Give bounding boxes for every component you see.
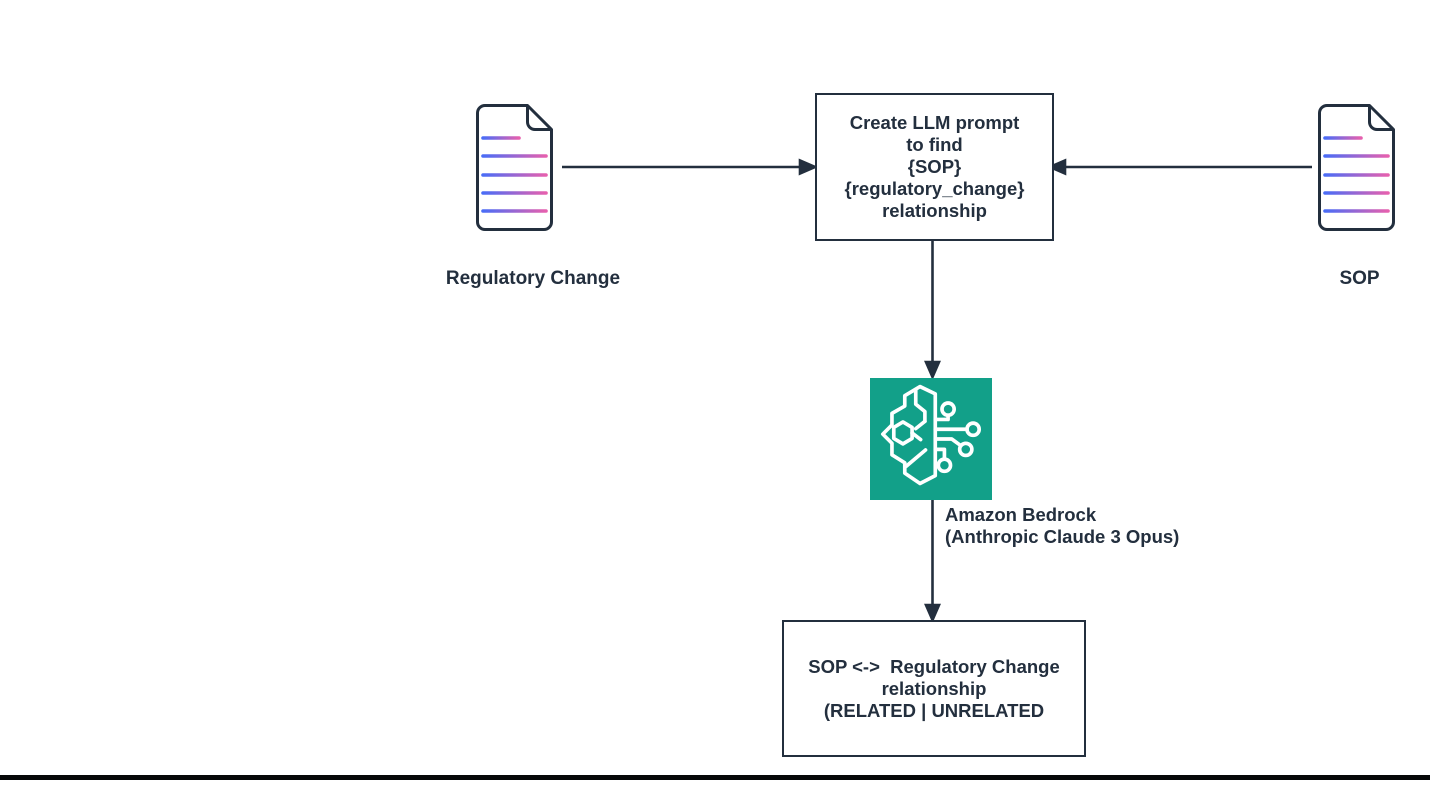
result-box-text: SOP <-> Regulatory Change relationship (… [808,655,1060,721]
sop-label: SOP [1339,268,1380,289]
prompt-box: Create LLM prompt to find {SOP} {regulat… [815,93,1054,241]
result-box: SOP <-> Regulatory Change relationship (… [782,620,1086,757]
bedrock-icon [870,378,992,500]
regulatory-change-label: Regulatory Change [445,268,621,289]
document-text-lines [1323,136,1390,213]
prompt-box-text: Create LLM prompt to find {SOP} {regulat… [844,112,1025,221]
arrowhead-prompt-to-bedrock [924,360,941,381]
arrowhead-bedrock-to-result [924,603,941,624]
document-text-lines [481,136,548,213]
brain-circuit-glyph [880,384,982,486]
bedrock-label: Amazon Bedrock (Anthropic Claude 3 Opus) [945,504,1180,547]
regulatory-change-document-icon [470,101,562,234]
arrowhead-regulatory-to-prompt [798,158,819,176]
bottom-rule [0,775,1430,780]
sop-document-icon [1312,101,1404,234]
